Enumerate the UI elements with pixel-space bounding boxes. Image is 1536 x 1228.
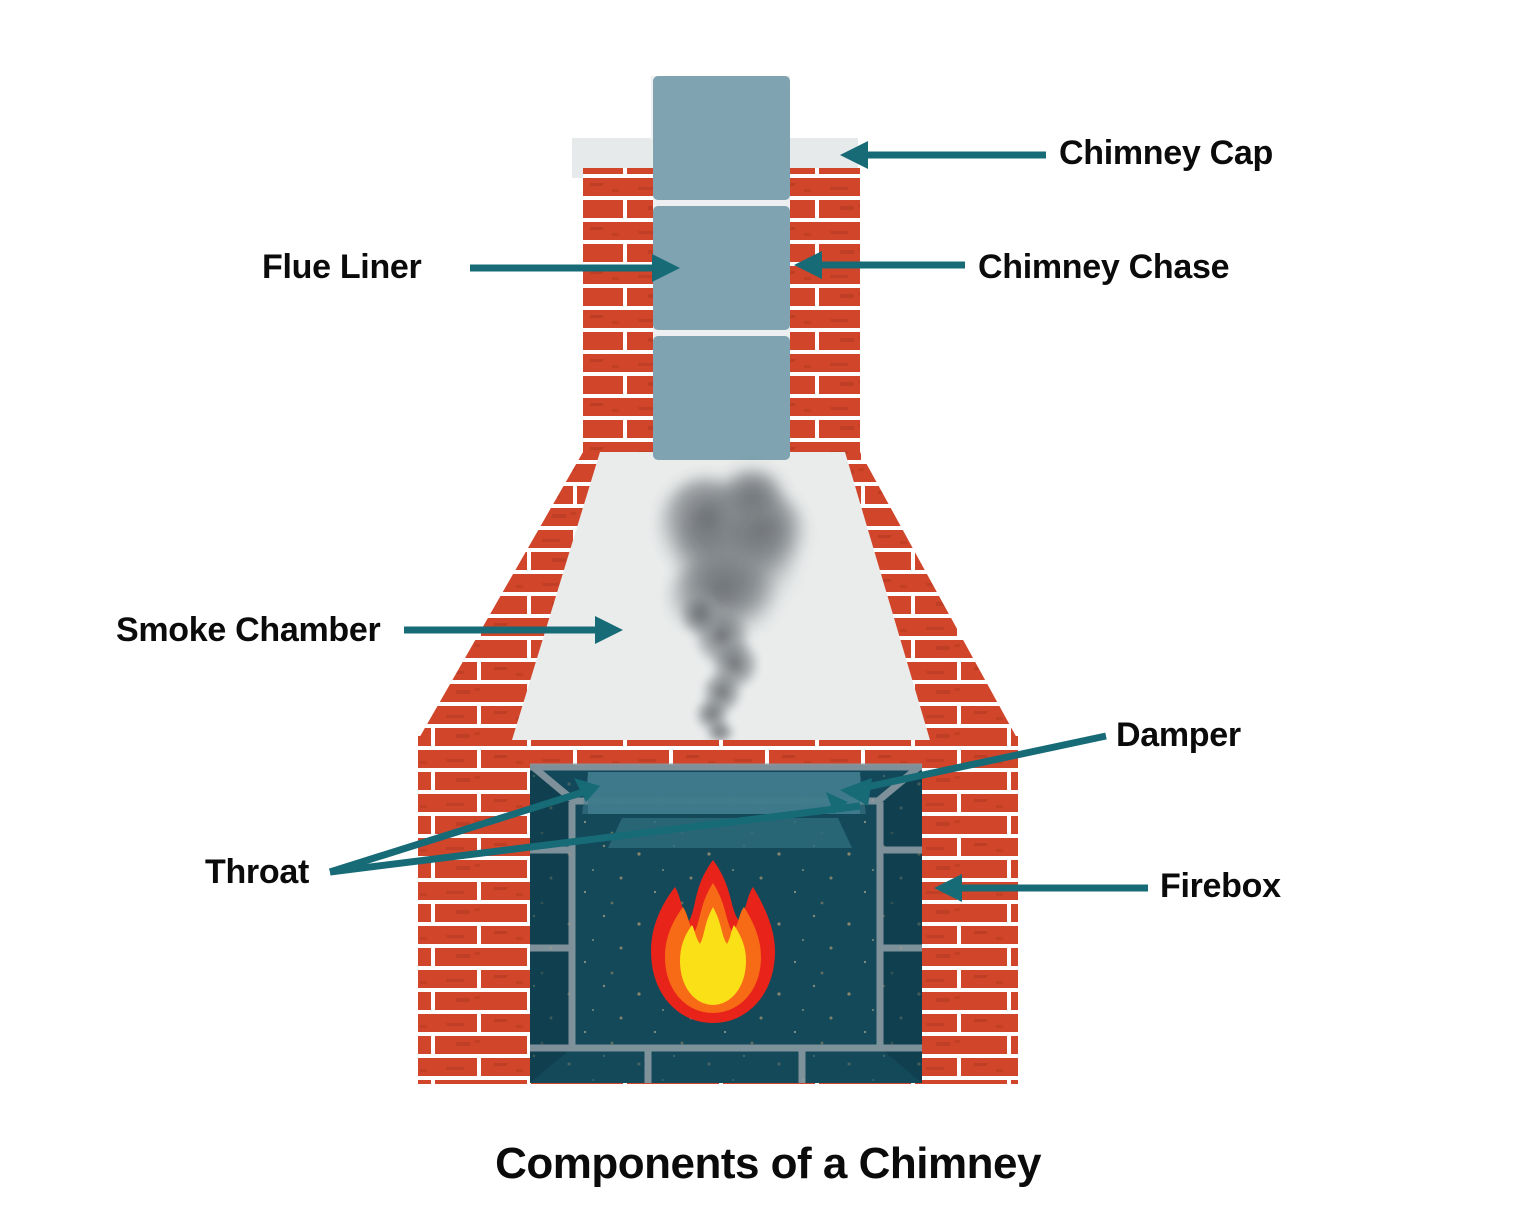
flame-core [680,907,746,1005]
flame-icon [651,860,775,1023]
flue-liner-part [653,76,790,460]
flue-liner-block [653,206,790,330]
leader-lines [328,151,1148,892]
arrowhead-firebox [934,874,962,902]
label-damper: Damper [1116,716,1241,754]
arrowhead-throat-b [826,792,848,814]
label-flue-liner: Flue Liner [262,248,422,286]
flue-liner-block [653,336,790,460]
label-firebox: Firebox [1160,867,1281,905]
arrowhead-smoke-chamber [595,616,623,644]
arrowhead-damper [840,778,872,806]
leader-damper [861,732,1107,792]
arrowhead-flue-liner [652,254,680,282]
label-chimney-cap: Chimney Cap [1059,134,1273,172]
flue-liner-block [653,76,790,200]
label-throat: Throat [205,853,309,891]
diagram-title: Components of a Chimney [495,1139,1041,1188]
smoke-plume [658,470,806,740]
throat-part [608,818,852,848]
arrowhead-chimney-chase [794,251,822,279]
damper-part [582,772,866,814]
leader-throat-a [328,786,592,876]
arrowhead-throat-a [574,778,600,802]
label-smoke-chamber: Smoke Chamber [116,611,381,649]
leader-throat-b [329,802,861,876]
arrow-heads [574,141,962,902]
arrowhead-chimney-cap [840,141,868,169]
throat-plate [608,818,852,848]
label-chimney-chase: Chimney Chase [978,248,1230,286]
